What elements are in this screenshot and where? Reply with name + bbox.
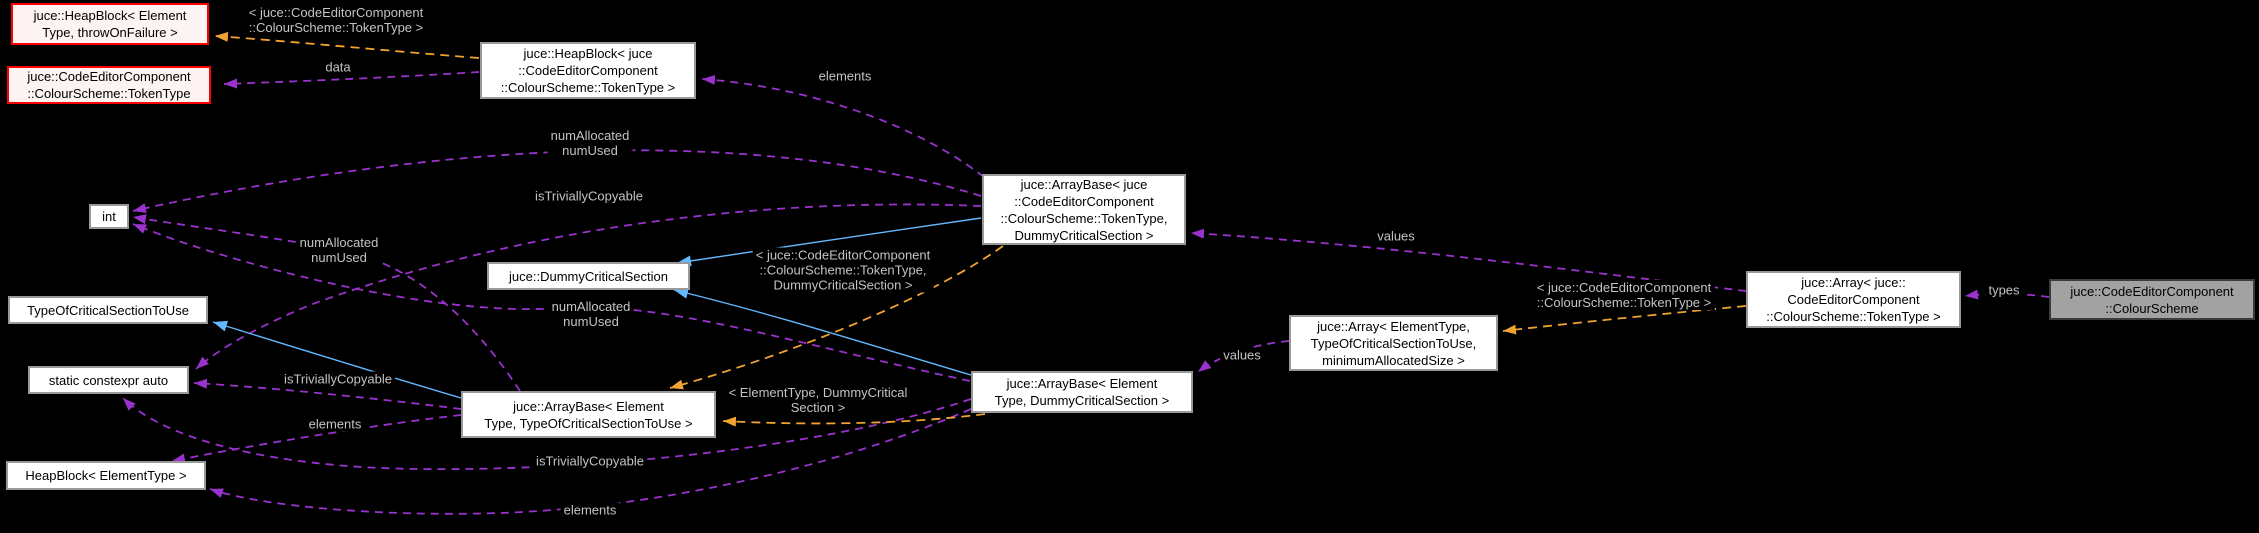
node-arraybase-elementtype[interactable]: juce::ArrayBase< Element Type, DummyCrit… (971, 371, 1193, 413)
edge-label-istriviallycopyable-2: isTriviallyCopyable (281, 371, 395, 387)
node-heapblock-elementtype[interactable]: HeapBlock< ElementType > (6, 461, 206, 490)
node-heapblock-template[interactable]: juce::HeapBlock< Element Type, throwOnFa… (11, 3, 209, 45)
edge-usage-numallocated-3 (132, 223, 971, 382)
node-array-template[interactable]: juce::Array< ElementType, TypeOfCritical… (1289, 315, 1498, 371)
node-static-constexpr-auto[interactable]: static constexpr auto (28, 366, 189, 394)
edge-label-istriviallycopyable-1: isTriviallyCopyable (532, 188, 646, 204)
node-type-of-critical-section-to-use[interactable]: TypeOfCriticalSectionToUse (8, 296, 208, 324)
edge-usage-numallocated-2 (132, 214, 521, 392)
edge-usage-elements-2 (171, 414, 462, 464)
edge-label-values-2: values (1220, 347, 1264, 363)
node-tokentype[interactable]: juce::CodeEditorComponent ::ColourScheme… (7, 66, 211, 104)
edge-usage-data (223, 71, 480, 89)
edge-label-elements-1: elements (815, 68, 875, 84)
node-arraybase-juce-tokentype[interactable]: juce::ArrayBase< juce ::CodeEditorCompon… (982, 174, 1186, 245)
node-int[interactable]: int (89, 204, 129, 229)
node-arraybase-template[interactable]: juce::ArrayBase< Element Type, TypeOfCri… (461, 391, 716, 438)
edge-label-tokentype-instance-top: < juce::CodeEditorComponent ::ColourSche… (245, 5, 427, 35)
edge-template-heapblock-instance (214, 31, 480, 59)
edge-label-tokentype-dcs-instance: < juce::CodeEditorComponent ::ColourSche… (752, 247, 934, 293)
edge-template-arraybase-elementtype-instance (722, 413, 986, 427)
edge-label-numallocated-3: numAllocated numUsed (548, 299, 634, 329)
edge-usage-istriviallycopyable-1 (195, 203, 982, 370)
edge-inherit-arraybase-typeofcriticalsection (212, 320, 462, 399)
edge-label-elementtype-dcs-instance: < ElementType, DummyCritical Section > (725, 385, 911, 415)
edge-label-values-1: values (1374, 228, 1418, 244)
edge-template-arraybase-juce-instance (669, 245, 1004, 390)
edge-label-elements-2: elements (305, 416, 365, 432)
edge-label-numallocated-2: numAllocated numUsed (296, 235, 382, 265)
edge-label-istriviallycopyable-3: isTriviallyCopyable (533, 453, 647, 469)
edge-label-types: types (1985, 282, 2023, 298)
edge-label-numallocated-1: numAllocated numUsed (547, 128, 633, 158)
node-array-juce-tokentype[interactable]: juce::Array< juce:: CodeEditorComponent … (1746, 271, 1961, 328)
node-colour-scheme-focus: juce::CodeEditorComponent ::ColourScheme (2049, 279, 2255, 320)
node-heapblock-juce-tokentype[interactable]: juce::HeapBlock< juce ::CodeEditorCompon… (480, 42, 696, 99)
edge-label-elements-3: elements (560, 502, 620, 518)
edge-usage-elements-3 (209, 408, 972, 515)
edge-usage-istriviallycopyable-3 (122, 397, 972, 471)
edge-usage-istriviallycopyable-2 (193, 378, 462, 410)
edge-usage-values-1 (1190, 228, 1747, 292)
edge-inherit-arraybasejuce-dummycriticalsection (676, 217, 982, 267)
edge-label-tokentype-instance-right: < juce::CodeEditorComponent ::ColourSche… (1533, 280, 1715, 310)
edge-inherit-arraybaseet-dummycriticalsection (673, 287, 972, 376)
edge-usage-elements-1 (701, 74, 985, 178)
edge-label-data: data (322, 59, 354, 75)
node-dummy-critical-section[interactable]: juce::DummyCriticalSection (487, 262, 690, 290)
edge-usage-values-2 (1197, 340, 1290, 373)
